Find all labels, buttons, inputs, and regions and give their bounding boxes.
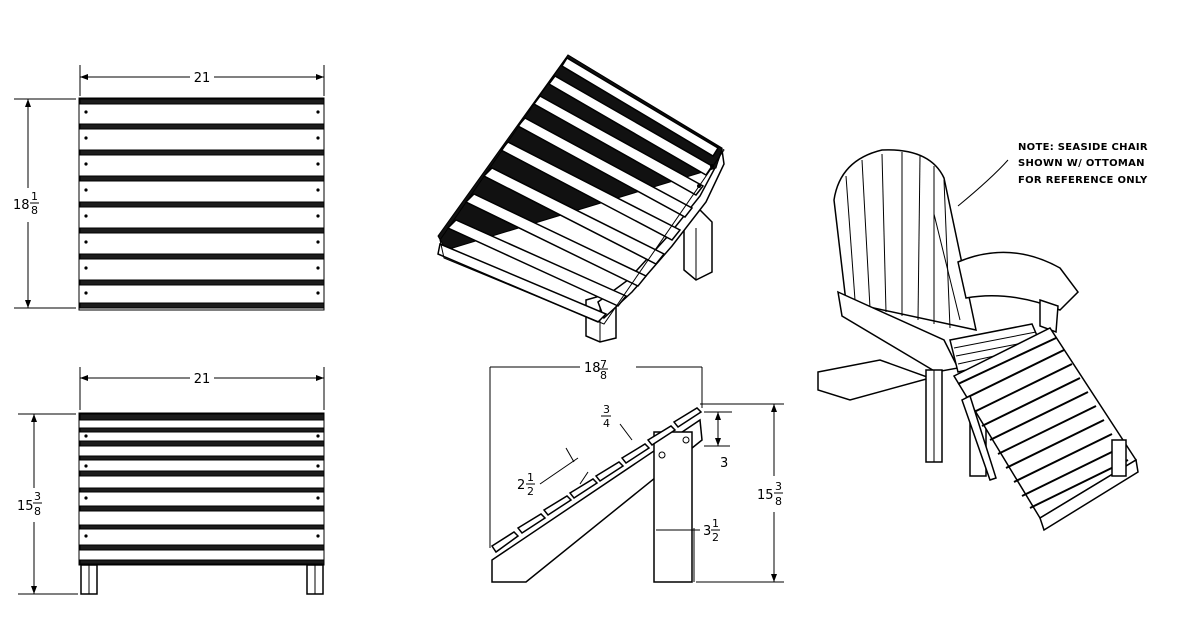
- side-slatw-whole: 2: [517, 478, 525, 493]
- side-view-slats: [490, 407, 703, 554]
- top-width-dim: 21: [194, 71, 211, 86]
- top-depth-den: 8: [31, 204, 38, 217]
- side-leg-whole: 3: [703, 524, 711, 539]
- top-depth-num: 1: [31, 190, 38, 203]
- top-view: 21 18 1 8: [13, 65, 325, 311]
- side-height-num: 3: [775, 480, 782, 493]
- front-view-legs: [80, 564, 324, 595]
- reference-note: NOTE: SEASIDE CHAIR SHOWN W/ OTTOMAN FOR…: [1018, 142, 1148, 186]
- side-top-num: 7: [600, 358, 607, 371]
- side-top-whole: 18: [584, 361, 601, 376]
- isometric-slats: [437, 54, 723, 323]
- front-view-slats: [78, 412, 325, 566]
- front-width-dim: 21: [194, 372, 211, 387]
- side-top-den: 8: [600, 369, 607, 382]
- side-rise-dim: 3: [720, 456, 728, 471]
- side-leg-den: 2: [712, 531, 719, 544]
- top-depth-whole: 18: [13, 198, 30, 213]
- front-height-den: 8: [34, 505, 41, 518]
- side-gap-den: 4: [603, 417, 610, 430]
- side-slatw-den: 2: [527, 485, 534, 498]
- top-view-slats: [79, 98, 325, 309]
- isometric-ottoman: [437, 54, 725, 343]
- front-height-whole: 15: [17, 499, 34, 514]
- side-leg-num: 1: [712, 517, 719, 530]
- side-slatw-num: 1: [527, 471, 534, 484]
- note-line-1: NOTE: SEASIDE CHAIR: [1018, 142, 1148, 153]
- side-view: 18 7 8 3 4 2 1 2: [489, 358, 784, 583]
- chair-with-ottoman: [817, 149, 1139, 532]
- note-line-3: FOR REFERENCE ONLY: [1018, 175, 1148, 186]
- front-height-num: 3: [34, 490, 41, 503]
- side-height-whole: 15: [757, 488, 774, 503]
- front-view: 21 15 3 8: [17, 367, 325, 595]
- note-line-2: SHOWN W/ OTTOMAN: [1018, 158, 1145, 169]
- side-gap-num: 3: [603, 403, 610, 416]
- side-height-den: 8: [775, 495, 782, 508]
- ref-ottoman-slats: [957, 337, 1129, 509]
